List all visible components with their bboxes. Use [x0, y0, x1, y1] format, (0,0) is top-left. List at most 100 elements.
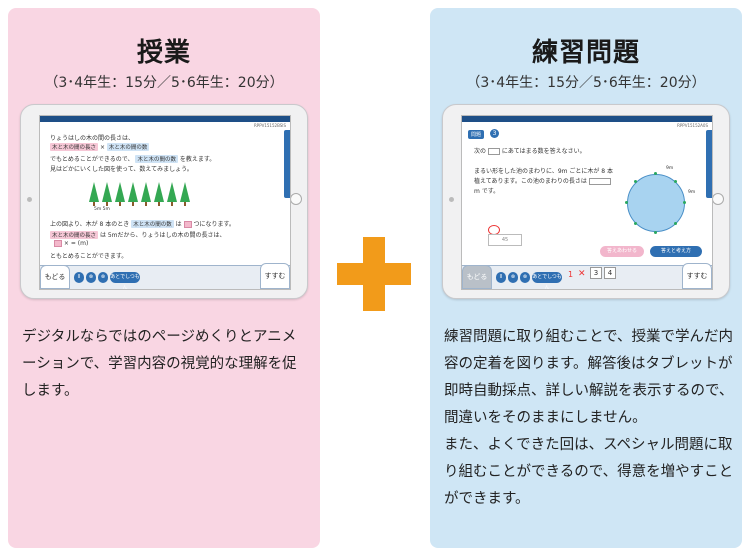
lesson-screen: RPPV15152BSIS りょうはしの木の間の長さは、 木と木の間の長さ × …: [39, 115, 291, 290]
screen-top-bar: [40, 116, 290, 122]
page-4-tab[interactable]: 4: [604, 267, 616, 279]
tree-dot: [654, 231, 657, 234]
tablet-home-button: [712, 193, 724, 205]
tree-icon: [102, 182, 112, 202]
lesson-line: × = (m): [54, 240, 88, 247]
line-text: は: [175, 221, 182, 228]
line-text: にあてはまる数を答えなさい。: [501, 148, 586, 155]
operator-text: ×: [99, 144, 105, 151]
control-button[interactable]: ⊗: [98, 272, 108, 283]
term-chip: 木と木の間の数: [135, 155, 178, 163]
screen-id: RPPV15152A0S: [677, 123, 708, 128]
tablet-camera: [27, 197, 32, 202]
answer-box[interactable]: [183, 221, 192, 228]
tree-dot: [683, 201, 686, 204]
tree-dot: [674, 222, 677, 225]
lesson-line: 木と木の間の長さ は 5mだから、りょうはしの木の間の長さは、: [50, 230, 226, 239]
question-line: 植えてあります。この池のまわりの長さは: [474, 176, 611, 185]
answer-field[interactable]: 45: [488, 234, 522, 246]
screen-id: RPPV15152BSIS: [254, 123, 286, 128]
tree-trunk: [171, 202, 173, 206]
lesson-line: ともとめることができます。: [50, 253, 128, 260]
practice-tablet-image: RPPV15152A0S 問題 3 次の にあてはまる数を答えなさい。 まるい形…: [442, 104, 730, 299]
page-1-label[interactable]: 1: [568, 270, 574, 279]
lesson-line: でもとめることができるので、 木と木の間の数 を教えます。: [50, 154, 215, 163]
question-number: 3: [490, 129, 499, 138]
tree-icon: [154, 182, 164, 202]
question-line: まるい形をした池のまわりに、9m ごとに木が 8 本: [474, 168, 614, 175]
side-handle: [706, 130, 712, 198]
tree-dot: [634, 180, 637, 183]
question-line: m です。: [474, 188, 500, 195]
tree-icon: [167, 182, 177, 202]
practice-panel: 練習問題 （3･4年生：15分／5･6年生：20分） RPPV15152A0S …: [430, 8, 742, 548]
tree-icon: [141, 182, 151, 202]
tree-trunk: [93, 202, 95, 206]
lesson-duration: （3･4年生：15分／5･6年生：20分）: [44, 75, 284, 91]
tree-trunk: [119, 202, 121, 206]
tree-trunk: [106, 202, 108, 206]
tree-trunk: [158, 202, 160, 206]
back-button[interactable]: もどる: [462, 265, 492, 289]
practice-description: 練習問題に取り組むことで、授業で学んだ内容の定着を図ります。解答後はタブレットが…: [444, 324, 734, 513]
term-chip: 木と木の間の数: [106, 143, 150, 151]
practice-duration: （3･4年生：15分／5･6年生：20分）: [466, 75, 706, 91]
next-button[interactable]: すすむ: [260, 263, 290, 289]
tree-icon: [89, 182, 99, 202]
distance-label: 9m: [666, 166, 674, 171]
side-handle: [284, 130, 290, 198]
line-text: は 5mだから、りょうはしの木の間の長さは、: [99, 232, 226, 239]
practice-title: 練習問題: [531, 38, 640, 68]
tree-dot: [674, 180, 677, 183]
line-text: 次の: [474, 148, 487, 155]
answer-input[interactable]: [588, 178, 611, 185]
term-chip: 木と木の間の長さ: [50, 231, 99, 239]
question-line: 次の にあてはまる数を答えなさい。: [474, 146, 586, 155]
practice-screen: RPPV15152A0S 問題 3 次の にあてはまる数を答えなさい。 まるい形…: [461, 115, 713, 290]
term-chip: 木と木の間の数: [131, 220, 174, 228]
term-chip: 木と木の間の長さ: [50, 143, 99, 151]
lesson-line: 見はどかにいくした図を使って、数えてみましょう。: [50, 166, 193, 173]
line-text: 上の図より、木が 8 本のとき: [50, 221, 130, 228]
next-button[interactable]: すすむ: [682, 263, 712, 289]
ask-later-button[interactable]: あとでしつもん: [532, 272, 562, 290]
line-text: 植えてあります。この池のまわりの長さは: [474, 178, 587, 185]
wrong-x-icon: ✕: [578, 269, 586, 279]
ask-later-button[interactable]: あとでしつもん: [110, 272, 140, 290]
tablet-camera: [449, 197, 454, 202]
line-text: × = (m): [63, 240, 89, 247]
screen-top-bar: [462, 116, 712, 122]
question-badge: 問題: [468, 130, 485, 139]
lesson-panel: 授業 （3･4年生：15分／5･6年生：20分） RPPV15152BSIS り…: [8, 8, 320, 548]
plus-bar-vertical: [363, 237, 385, 311]
blank-box: [487, 148, 500, 155]
back-button[interactable]: もどる: [40, 265, 70, 289]
check-answer-button[interactable]: 答えあわせる: [600, 246, 644, 257]
lesson-line: 上の図より、木が 8 本のとき 木と木の間の数 は つになります。: [50, 219, 235, 228]
tree-dot: [654, 172, 657, 175]
tree-trunk: [132, 202, 134, 206]
practice-description-1: 練習問題に取り組むことで、授業で学んだ内容の定着を図ります。解答後はタブレットが…: [444, 329, 734, 426]
lesson-title: 授業: [136, 38, 191, 68]
lesson-description: デジタルならではのページめくりとアニメーションで、学習内容の視覚的な理解を促しま…: [22, 329, 297, 399]
tree-dot: [625, 201, 628, 204]
lesson-line: りょうはしの木の間の長さは、: [50, 135, 135, 142]
pause-button[interactable]: II: [74, 272, 84, 283]
lesson-tablet-image: RPPV15152BSIS りょうはしの木の間の長さは、 木と木の間の長さ × …: [20, 104, 308, 299]
page-3-tab[interactable]: 3: [590, 267, 602, 279]
tablet-home-button: [290, 193, 302, 205]
tree-trunk: [184, 202, 186, 206]
tree-icon: [115, 182, 125, 202]
control-button[interactable]: ⊗: [508, 272, 518, 283]
control-button[interactable]: ⊗: [520, 272, 530, 283]
answer-box[interactable]: [54, 240, 62, 247]
line-text: つになります。: [193, 221, 235, 228]
tree-icon: [128, 182, 138, 202]
answer-explanation-button[interactable]: 答えと考え方: [650, 246, 702, 257]
line-text: を教えます。: [179, 156, 216, 163]
pause-button[interactable]: II: [496, 272, 506, 283]
measure-label: 5m 5m: [94, 207, 110, 212]
control-button[interactable]: ⊗: [86, 272, 96, 283]
distance-label: 9m: [688, 190, 696, 195]
tree-dot: [634, 222, 637, 225]
